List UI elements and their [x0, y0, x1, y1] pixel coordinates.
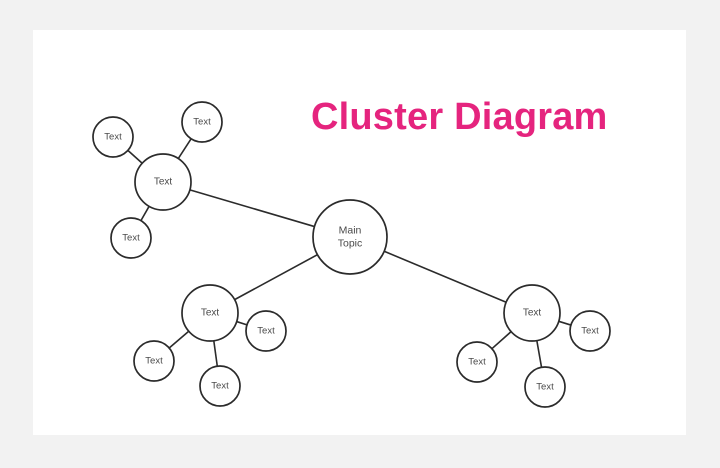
edge-main-to-hub-bottom-left [234, 253, 318, 301]
edge-hub-top-left-to-leaf-tl-south [140, 205, 150, 222]
hub-top-left-circle[interactable] [134, 153, 192, 211]
leaf-tl-west-label: Text [104, 132, 122, 143]
leaf-tl-west-circle[interactable] [92, 116, 134, 158]
main-topic-circle[interactable] [312, 199, 388, 275]
leaf-bl-west-label: Text [145, 356, 163, 367]
edge-hub-bottom-left-to-leaf-bl-west [168, 330, 190, 349]
node-hub-bottom-right[interactable]: Text [503, 284, 561, 342]
node-leaf-bl-south[interactable]: Text [199, 365, 241, 407]
edge-main-to-hub-top-left [189, 189, 315, 228]
node-leaf-tl-south[interactable]: Text [110, 217, 152, 259]
edge-hub-bottom-left-to-leaf-bl-south [213, 340, 219, 367]
node-leaf-br-west[interactable]: Text [456, 341, 498, 383]
leaf-bl-west-circle[interactable] [133, 340, 175, 382]
hub-bottom-right-circle[interactable] [503, 284, 561, 342]
leaf-br-south-label: Text [536, 382, 554, 393]
node-leaf-br-south[interactable]: Text [524, 366, 566, 408]
leaf-br-east-label: Text [581, 326, 599, 337]
edge-hub-bottom-right-to-leaf-br-south [536, 340, 543, 368]
edge-layer [127, 138, 572, 368]
page-title: Cluster Diagram [311, 96, 608, 138]
leaf-tl-north-circle[interactable] [181, 101, 223, 143]
leaf-br-west-label: Text [468, 357, 486, 368]
node-leaf-bl-east[interactable]: Text [245, 310, 287, 352]
node-hub-bottom-left[interactable]: Text [181, 284, 239, 342]
edge-hub-bottom-left-to-leaf-bl-east [236, 320, 248, 326]
leaf-tl-south-label: Text [122, 233, 140, 244]
leaf-br-west-circle[interactable] [456, 341, 498, 383]
node-leaf-bl-west[interactable]: Text [133, 340, 175, 382]
edge-main-to-hub-bottom-right [383, 250, 507, 303]
edge-hub-top-left-to-leaf-tl-west [127, 149, 143, 164]
node-leaf-tl-west[interactable]: Text [92, 116, 134, 158]
edge-hub-bottom-right-to-leaf-br-east [558, 320, 572, 326]
leaf-bl-south-circle[interactable] [199, 365, 241, 407]
node-layer: MainTopicTextTextTextTextTextTextTextTex… [92, 101, 611, 408]
hub-bottom-left-label: Text [201, 308, 220, 319]
edge-hub-bottom-right-to-leaf-br-west [491, 331, 512, 350]
node-hub-top-left[interactable]: Text [134, 153, 192, 211]
hub-top-left-label: Text [154, 177, 173, 188]
leaf-bl-east-label: Text [257, 326, 275, 337]
edge-hub-top-left-to-leaf-tl-north [177, 138, 192, 159]
leaf-bl-east-circle[interactable] [245, 310, 287, 352]
node-leaf-br-east[interactable]: Text [569, 310, 611, 352]
leaf-br-south-circle[interactable] [524, 366, 566, 408]
leaf-bl-south-label: Text [211, 381, 229, 392]
leaf-tl-south-circle[interactable] [110, 217, 152, 259]
leaf-tl-north-label: Text [193, 117, 211, 128]
node-leaf-tl-north[interactable]: Text [181, 101, 223, 143]
hub-bottom-right-label: Text [523, 308, 542, 319]
hub-bottom-left-circle[interactable] [181, 284, 239, 342]
leaf-br-east-circle[interactable] [569, 310, 611, 352]
main-topic-label: Topic [338, 238, 363, 250]
main-topic-label: Main [339, 225, 362, 237]
